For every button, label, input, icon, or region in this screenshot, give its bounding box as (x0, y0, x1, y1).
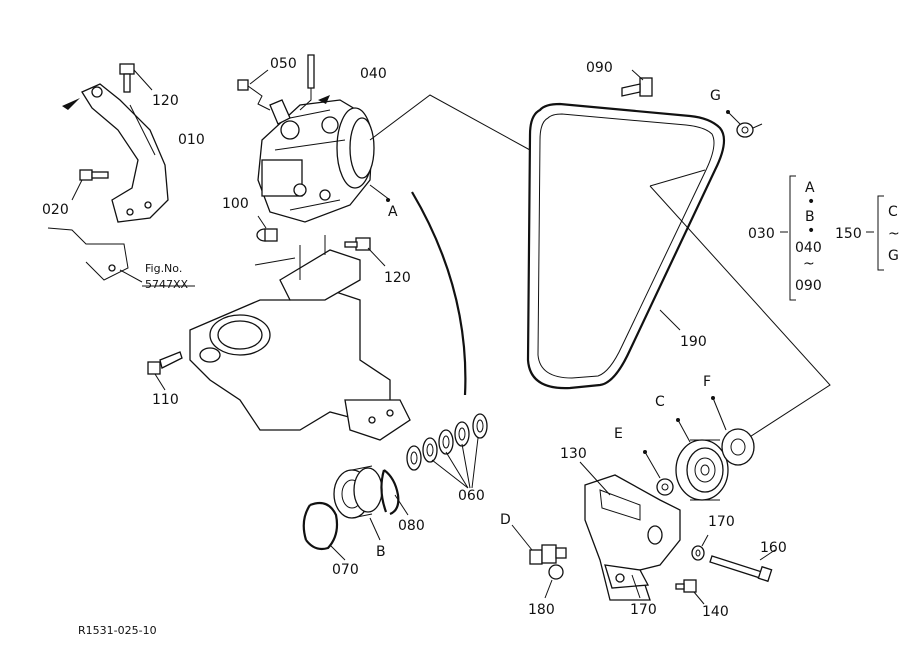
label-190: 190 (680, 334, 707, 350)
bolt-160 (709, 555, 773, 583)
label-C: C (655, 394, 665, 410)
label-090: 090 (586, 60, 613, 76)
group-030-item-3: B (805, 209, 815, 225)
fig-no-number: 5747XX (145, 278, 189, 291)
group-030-item-5: 040 (795, 240, 822, 256)
label-030: 030 (748, 226, 775, 242)
fig-no-title: Fig.No. (145, 262, 182, 275)
bolt-110 (147, 351, 183, 375)
bolt-120-top (119, 63, 135, 93)
tension-bracket-130 (584, 474, 681, 601)
label-160: 160 (760, 540, 787, 556)
mount-bracket (189, 235, 411, 441)
label-G: G (710, 88, 721, 104)
diagram-id: R1531-025-10 (78, 624, 157, 637)
idler-pulley-c (675, 439, 729, 501)
group-150-item-3: G (888, 248, 899, 264)
group-030-item-7: 090 (795, 278, 822, 294)
group-030-item-2: • (807, 194, 815, 210)
label-140: 140 (702, 604, 729, 620)
label-100: 100 (222, 196, 249, 212)
shims-060 (406, 413, 488, 471)
bolt-090 (621, 77, 653, 97)
bolt-020 (79, 169, 109, 181)
nut-180 (548, 564, 564, 580)
group-150-item-2: ~ (888, 226, 900, 242)
label-010: 010 (178, 132, 205, 148)
label-040: 040 (360, 66, 387, 82)
label-130: 130 (560, 446, 587, 462)
label-F: F (703, 374, 711, 390)
label-B: B (376, 544, 386, 560)
label-180: 180 (528, 602, 555, 618)
label-E: E (614, 426, 623, 442)
arrow-right-icon (318, 95, 330, 104)
washer-f (721, 428, 755, 466)
guide-arc (411, 191, 467, 396)
bolt-d (529, 544, 567, 565)
washer-170 (691, 545, 705, 561)
label-080: 080 (398, 518, 425, 534)
snap-ring-080 (380, 469, 400, 516)
group-150-item-1: C (888, 204, 898, 220)
washer-e (656, 478, 674, 496)
label-070: 070 (332, 562, 359, 578)
bolt-050 (237, 79, 271, 111)
nut-g (736, 122, 763, 138)
label-A: A (388, 204, 398, 220)
bracket-010 (81, 83, 169, 223)
dot-marker (386, 198, 390, 202)
fig-ref-piece (47, 227, 143, 283)
label-050: 050 (270, 56, 297, 72)
group-030-item-6: ~ (803, 256, 815, 272)
group-030-item-4: • (807, 223, 815, 239)
bolt-120-mid (344, 237, 371, 251)
label-020: 020 (42, 202, 69, 218)
label-120-top: 120 (152, 93, 179, 109)
group-030-item-1: A (805, 180, 815, 196)
bushing-100 (256, 228, 278, 242)
arrow-left-icon (62, 98, 80, 110)
bearing-b (333, 465, 383, 519)
bolt-140 (675, 579, 697, 593)
label-D: D (500, 512, 511, 528)
label-170-right: 170 (708, 514, 735, 530)
label-060: 060 (458, 488, 485, 504)
compressor-040 (257, 54, 375, 223)
snap-ring-070 (302, 501, 339, 551)
v-belt-190 (526, 102, 726, 390)
label-170-bottom: 170 (630, 602, 657, 618)
label-110: 110 (152, 392, 179, 408)
label-120-mid: 120 (384, 270, 411, 286)
label-150: 150 (835, 226, 862, 242)
